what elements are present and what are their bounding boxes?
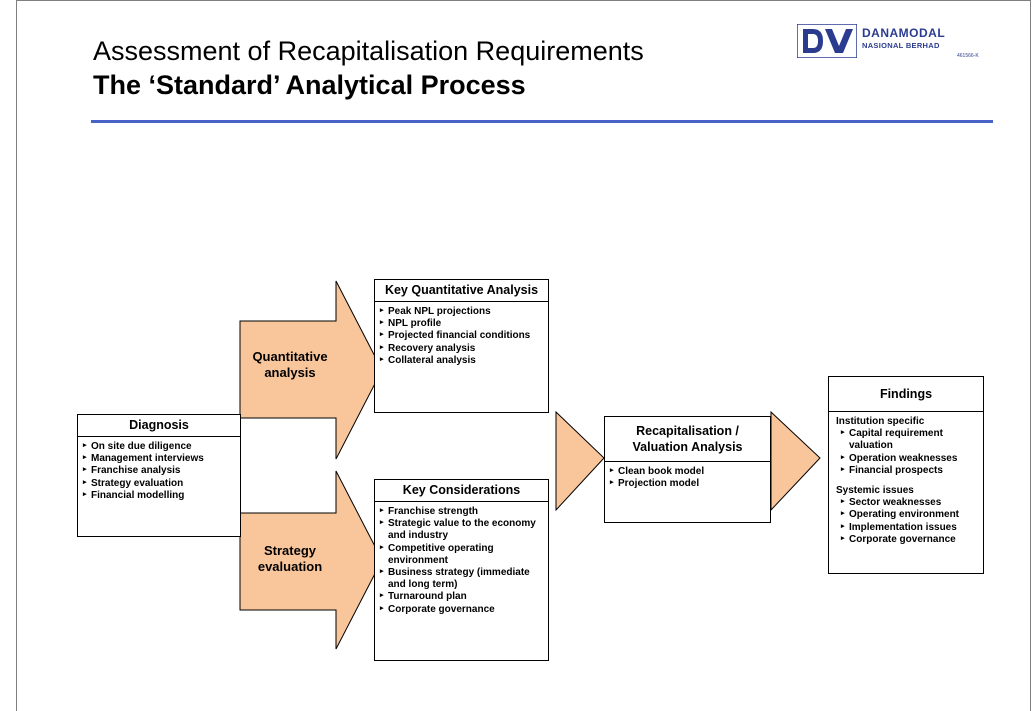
list-item: NPL profile (380, 317, 542, 330)
list-item: Projection model (610, 477, 764, 490)
quantitative-arrow (239, 280, 383, 460)
list-item: Turnaround plan (380, 590, 542, 603)
list-item: Strategic value to the economy and indus… (380, 517, 542, 542)
list-item: Corporate governance (836, 533, 977, 546)
list-item: Operating environment (836, 508, 977, 521)
findings-group-title: Systemic issues (836, 485, 914, 497)
list-item: Collateral analysis (380, 354, 542, 367)
list-item: Management interviews (83, 452, 234, 465)
slide-border-left (16, 0, 17, 711)
list-item: Business strategy (immediate and long te… (380, 566, 542, 591)
findings-box: Findings Institution specific Capital re… (828, 376, 984, 574)
slide-title: Assessment of Recapitalisation Requireme… (93, 36, 644, 66)
list-item: Peak NPL projections (380, 305, 542, 318)
key-quantitative-list: Peak NPL projections NPL profile Project… (375, 302, 548, 369)
key-considerations-box: Key Considerations Franchise strength St… (374, 479, 549, 661)
logo-monogram-icon (796, 23, 858, 59)
list-item: Strategy evaluation (83, 477, 234, 490)
strategy-arrow-label: Strategy evaluation (257, 543, 323, 574)
key-quantitative-title: Key Quantitative Analysis (375, 280, 548, 302)
findings-list: Institution specific Capital requirement… (829, 412, 983, 548)
list-item: Corporate governance (380, 603, 542, 616)
to-findings-arrow (770, 410, 821, 512)
list-item: Implementation issues (836, 521, 977, 534)
list-item: Financial prospects (836, 464, 977, 477)
diagnosis-list: On site due diligence Management intervi… (78, 437, 240, 504)
list-item: Capital requirement valuation (836, 427, 977, 452)
diagnosis-box: Diagnosis On site due diligence Manageme… (77, 414, 241, 537)
recap-valuation-box: Recapitalisation / Valuation Analysis Cl… (604, 416, 771, 523)
list-item: Operation weaknesses (836, 452, 977, 465)
list-item: On site due diligence (83, 440, 234, 453)
findings-title: Findings (829, 377, 983, 412)
key-considerations-title: Key Considerations (375, 480, 548, 502)
list-item: Clean book model (610, 465, 764, 478)
danamodal-logo: DANAMODAL NASIONAL BERHAD 461566-K (796, 23, 997, 64)
recap-valuation-list: Clean book model Projection model (605, 462, 770, 492)
slide-subtitle: The ‘Standard’ Analytical Process (93, 70, 526, 100)
title-underline (91, 120, 993, 123)
list-item: Franchise analysis (83, 464, 234, 477)
strategy-arrow (239, 470, 383, 650)
to-recap-arrow (555, 410, 605, 512)
list-item: Competitive operating environment (380, 542, 542, 567)
group-spacer (836, 477, 977, 485)
logo-name: DANAMODAL (862, 26, 946, 40)
quantitative-arrow-label: Quantitative analysis (252, 349, 328, 380)
list-item: Franchise strength (380, 505, 542, 518)
logo-registration: 461566-K (957, 53, 979, 59)
list-item: Projected financial conditions (380, 329, 542, 342)
diagnosis-title: Diagnosis (78, 415, 240, 437)
key-quantitative-box: Key Quantitative Analysis Peak NPL proje… (374, 279, 549, 413)
logo-subname: NASIONAL BERHAD (862, 41, 940, 50)
key-considerations-list: Franchise strength Strategic value to th… (375, 502, 548, 618)
list-item: Sector weaknesses (836, 496, 977, 509)
recap-valuation-title: Recapitalisation / Valuation Analysis (605, 417, 770, 462)
list-item: Recovery analysis (380, 342, 542, 355)
list-item: Financial modelling (83, 489, 234, 502)
slide-border-top (16, 0, 1031, 1)
findings-group-title: Institution specific (836, 416, 925, 427)
slide-border-right (1030, 0, 1031, 711)
